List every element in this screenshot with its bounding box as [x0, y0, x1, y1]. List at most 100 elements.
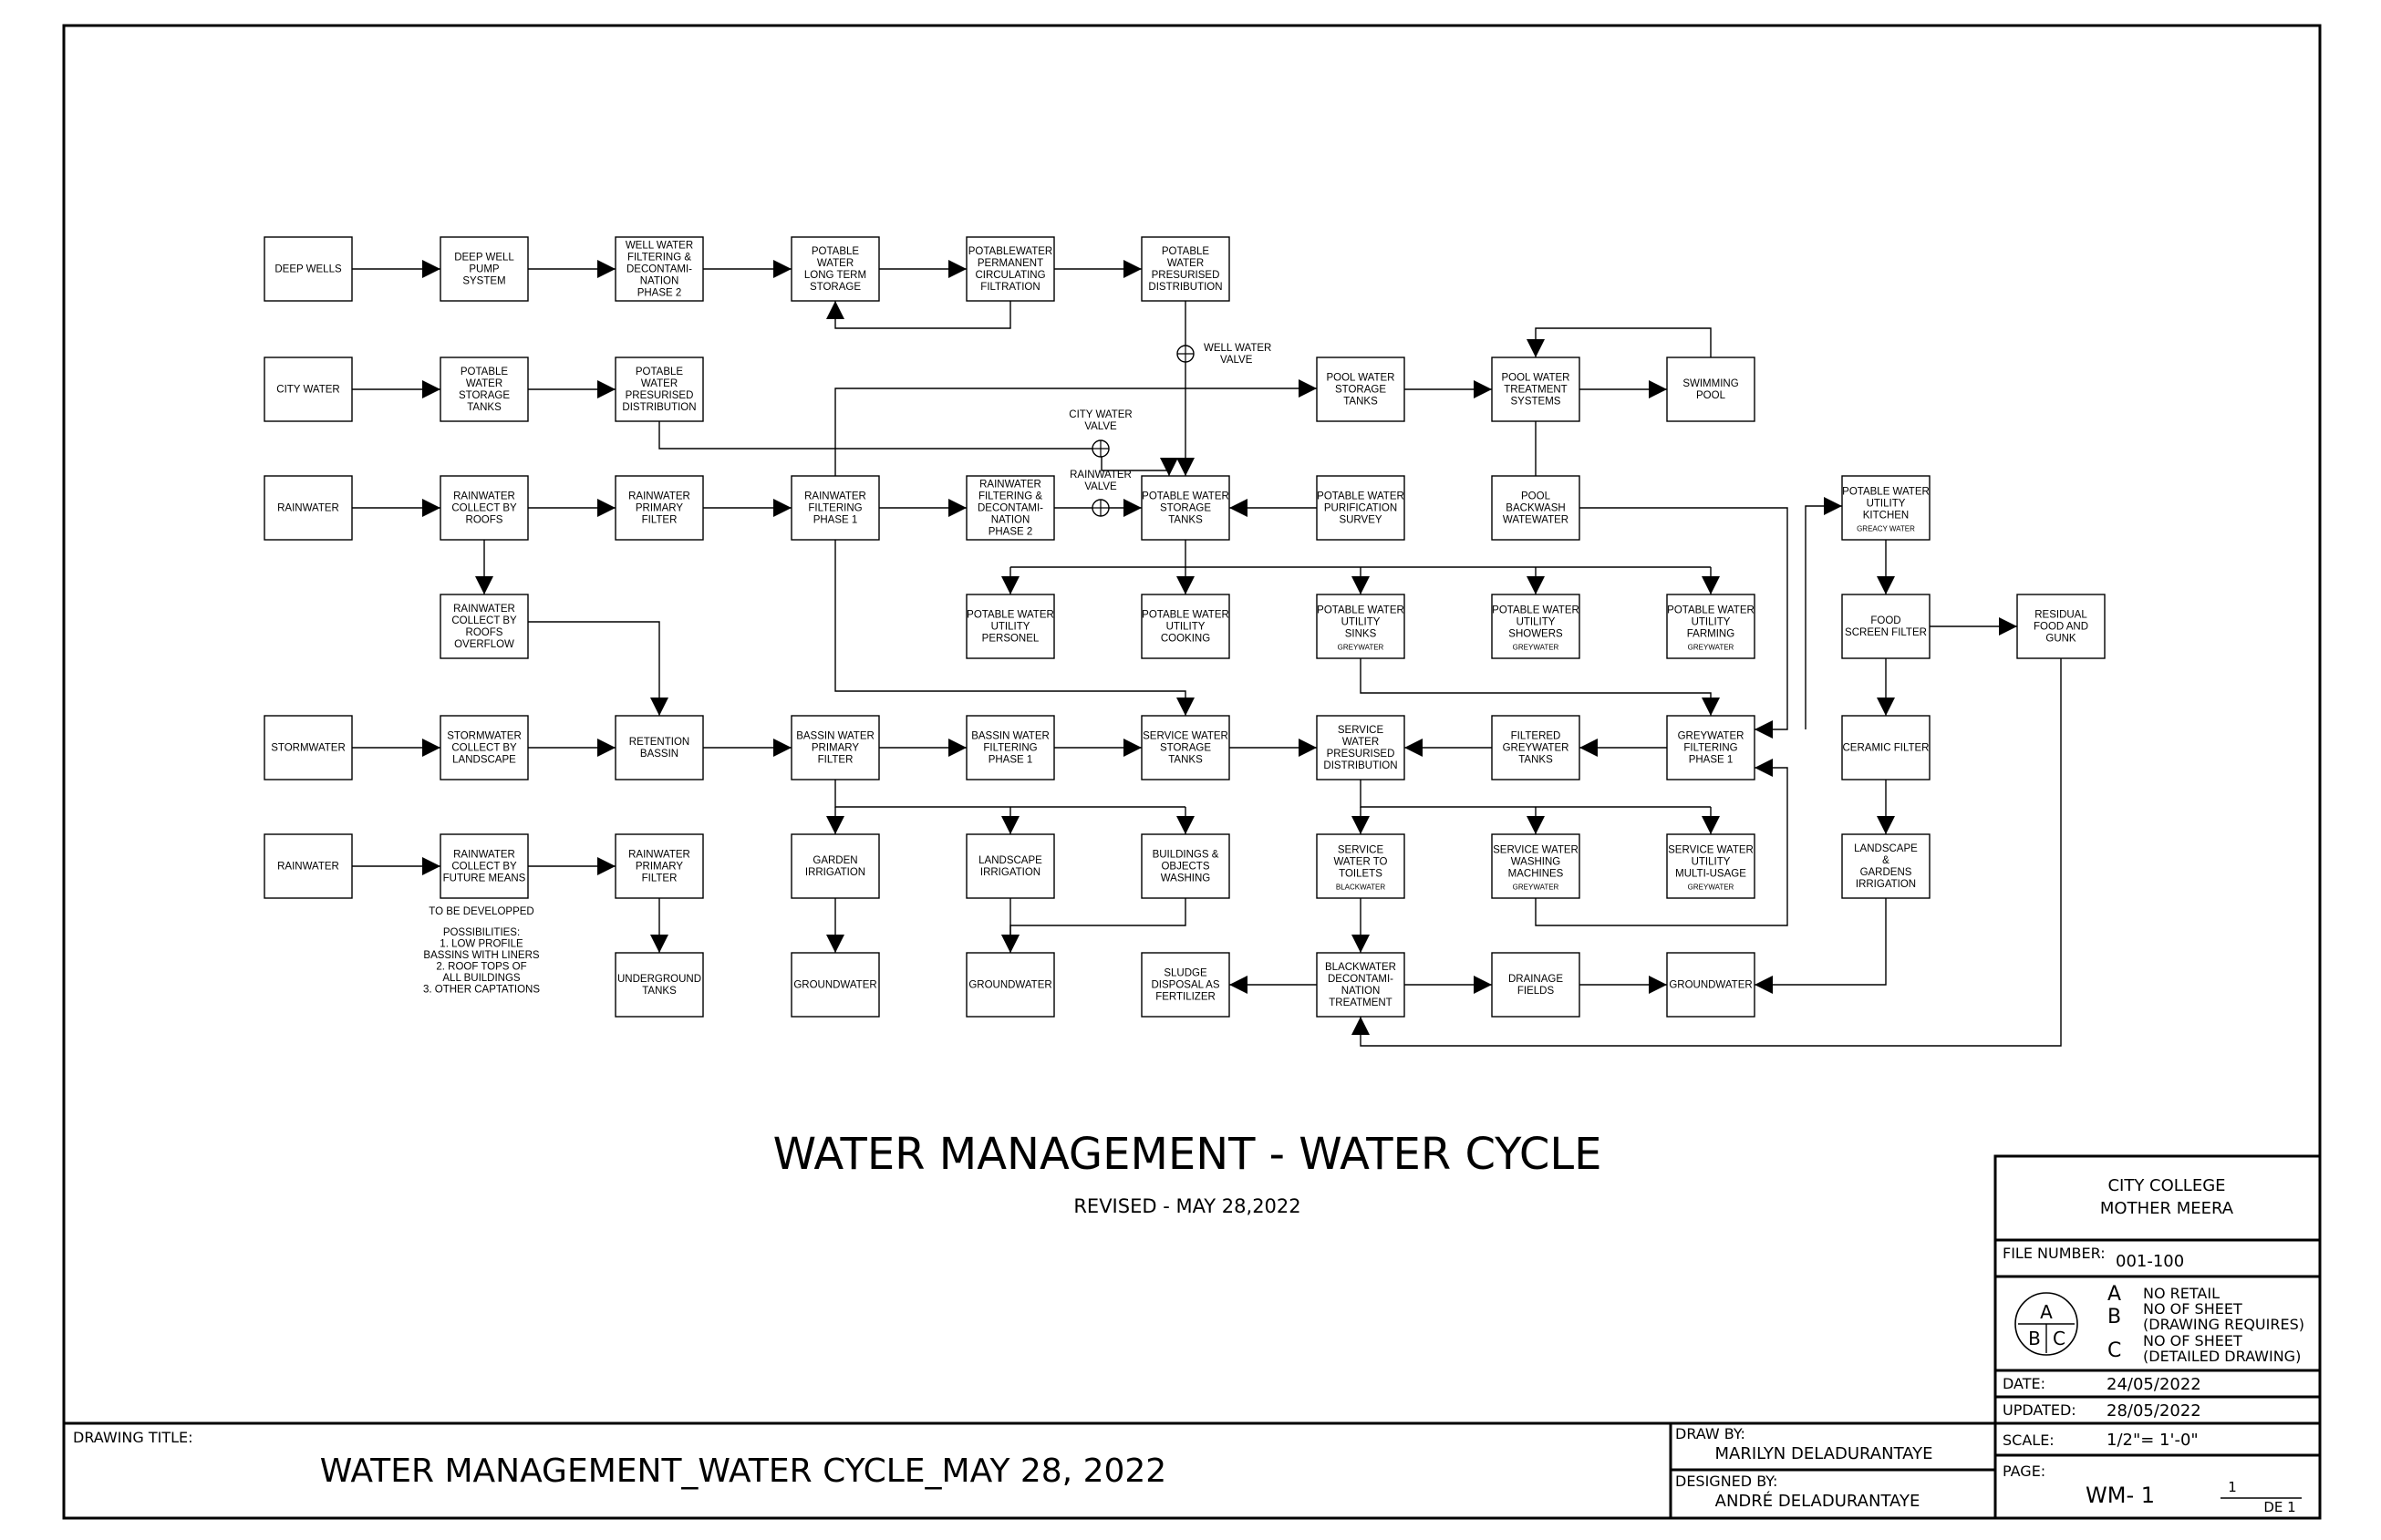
node-label-line: FUTURE MEANS — [443, 873, 526, 884]
connector-14 — [658, 421, 1178, 476]
valve-label-line: VALVE — [1084, 481, 1117, 492]
node-label-line: RETENTION — [629, 737, 689, 748]
seal-letter-a: A — [2040, 1301, 2053, 1323]
node-label-line: STORMWATER — [447, 731, 522, 742]
node-groundwater2: GROUNDWATER — [966, 952, 1055, 1018]
node-label-line: FILTERING — [808, 503, 862, 514]
node-label-line: DECONTAMI- — [978, 503, 1043, 514]
node-groundwater1: GROUNDWATER — [791, 952, 880, 1018]
connector-23 — [1805, 497, 1842, 729]
node-label-line: DRAINAGE — [1508, 974, 1563, 985]
draw-by-name: MARILYN DELADURANTAYE — [1715, 1444, 1933, 1463]
date-value: 24/05/2022 — [2107, 1375, 2201, 1394]
connector-54 — [1535, 759, 1788, 926]
node-sublabel: GREYWATER — [1688, 884, 1734, 892]
node-label-line: GREYWATER — [1678, 731, 1744, 742]
connector-34 — [834, 540, 1195, 716]
node-label-line: MULTI-USAGE — [1675, 869, 1746, 880]
file-number-label: FILE NUMBER: — [2003, 1245, 2106, 1262]
node-label-line: DEEP WELL — [454, 253, 514, 264]
updated-value: 28/05/2022 — [2107, 1401, 2201, 1421]
legend-line-1: NO RETAIL — [2143, 1285, 2220, 1302]
node-label-line: RAINWATER — [453, 850, 515, 861]
legend-line-4: NO OF SHEET — [2143, 1332, 2242, 1349]
legend-letter-c: C — [2107, 1339, 2121, 1362]
connector-10 — [1527, 327, 1712, 357]
node-label-line: TOILETS — [1339, 869, 1382, 880]
legend-line-3: (DRAWING REQUIRES) — [2143, 1316, 2304, 1333]
node-label-line: SLUDGE — [1164, 968, 1207, 979]
future-development-note: TO BE DEVELOPPED POSSIBILITIES:1. LOW PR… — [423, 906, 540, 996]
node-label-line: RAINWATER — [628, 491, 690, 502]
node-label-line: GUNK — [2045, 634, 2076, 645]
node-label-line: UTILITY — [1166, 622, 1206, 633]
node-sublabel: GREYWATER — [1688, 644, 1734, 652]
node-label-line: WATER — [641, 378, 678, 389]
node-label-line: FILTERED — [1511, 731, 1561, 742]
node-label-line: PURIFICATION — [1324, 503, 1397, 514]
node-label-line: NATION — [1341, 986, 1381, 997]
connector-12 — [834, 388, 1185, 476]
node-label-line: FILTERING & — [627, 253, 691, 264]
node-label-line: ROOFS — [466, 627, 503, 638]
node-label-line: FILTER — [642, 515, 678, 526]
node-label-line: TREATMENT — [1504, 385, 1567, 396]
node-label-line: OBJECTS — [1161, 862, 1209, 873]
node-label-line: FILTERING — [983, 743, 1037, 754]
node-label-line: PHASE 1 — [813, 515, 858, 526]
page-label: PAGE: — [2003, 1462, 2045, 1480]
node-sublabel: GREACY WATER — [1857, 525, 1915, 533]
node-label-line: COLLECT BY — [451, 862, 517, 873]
node-label-line: PRESURISED — [1327, 749, 1395, 760]
node-label-line: WATER TO — [1334, 857, 1388, 868]
note-line: BASSINS WITH LINERS — [423, 950, 539, 961]
node-label-line: FOOD AND — [2034, 622, 2088, 633]
node-label-line: UTILITY — [1692, 857, 1731, 868]
node-label-line: TANKS — [1343, 397, 1378, 408]
node-label-line: GREYWATER — [1503, 743, 1569, 754]
node-label-line: CITY WATER — [276, 385, 339, 396]
connector-65 — [1755, 898, 1887, 994]
node-label-line: GARDENS — [1860, 867, 1912, 878]
node-label-line: POTABLE WATER — [1317, 491, 1404, 502]
node-label-line: WATER — [466, 378, 502, 389]
node-label-line: DECONTAMI- — [1328, 974, 1393, 985]
node-label-line: UTILITY — [991, 622, 1030, 633]
page-number: 1 — [2228, 1479, 2237, 1495]
node-label-line: POOL WATER — [1502, 373, 1570, 384]
node-label-line: POTABLE — [1162, 246, 1210, 257]
node-label-line: SERVICE WATER — [1493, 845, 1579, 856]
note-line: 2. ROOF TOPS OF — [436, 962, 526, 973]
node-groundwater3: GROUNDWATER — [1666, 952, 1755, 1018]
page-code: WM- 1 — [2086, 1483, 2155, 1508]
node-label-line: UNDERGROUND — [617, 974, 701, 985]
node-label-line: TANKS — [1168, 755, 1203, 766]
node-label-line: UTILITY — [1692, 617, 1731, 628]
node-label-line: LANDSCAPE — [1854, 843, 1918, 854]
connector-35 — [1360, 658, 1720, 716]
